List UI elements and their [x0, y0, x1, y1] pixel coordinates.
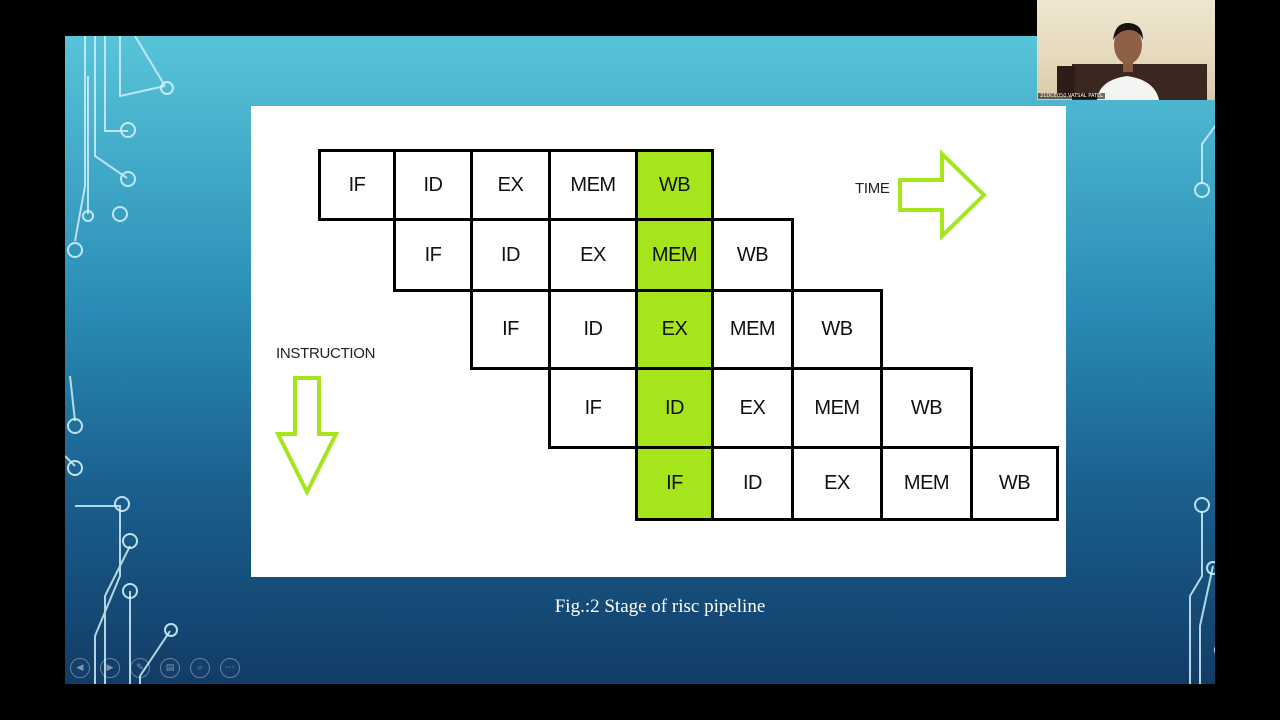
stage-cell-id: ID [470, 218, 551, 292]
stage-cell-mem: MEM [635, 218, 714, 292]
stage-cell-wb: WB [970, 446, 1059, 521]
stage-cell-wb: WB [880, 367, 973, 449]
stage-cell-if: IF [548, 367, 638, 449]
figure-caption: Fig.:2 Stage of risc pipeline [554, 596, 766, 617]
webcam-thumbnail: 21DCE050 VATSAL PATEL [1037, 0, 1215, 100]
down-arrow-icon [275, 376, 339, 496]
stage-cell-mem: MEM [880, 446, 973, 521]
slideshow-controls: ◀ ▶ ✎ ▤ ⌕ ⋯ [70, 658, 240, 678]
next-icon[interactable]: ▶ [100, 658, 120, 678]
stage-cell-wb: WB [791, 289, 883, 370]
slides-icon[interactable]: ▤ [160, 658, 180, 678]
stage-cell-if: IF [635, 446, 714, 521]
stage-cell-id: ID [635, 367, 714, 449]
previous-icon[interactable]: ◀ [70, 658, 90, 678]
stage-cell-mem: MEM [711, 289, 794, 370]
presenter-video [1057, 22, 1207, 100]
stage-cell-ex: EX [470, 149, 551, 221]
time-label: TIME [855, 180, 890, 197]
zoom-icon[interactable]: ⌕ [190, 658, 210, 678]
stage-cell-ex: EX [711, 367, 794, 449]
participant-name: 21DCE050 VATSAL PATEL [1038, 93, 1105, 99]
stage-cell-id: ID [711, 446, 794, 521]
stage-cell-ex: EX [791, 446, 883, 521]
stage-cell-wb: WB [635, 149, 714, 221]
stage-cell-id: ID [548, 289, 638, 370]
more-icon[interactable]: ⋯ [220, 658, 240, 678]
stage-cell-if: IF [470, 289, 551, 370]
stage-cell-ex: EX [635, 289, 714, 370]
pen-icon[interactable]: ✎ [130, 658, 150, 678]
stage-cell-id: ID [393, 149, 473, 221]
stage-cell-ex: EX [548, 218, 638, 292]
circuit-decoration-left [65, 36, 178, 684]
circuit-decoration-right [1189, 36, 1215, 684]
right-arrow-icon [898, 149, 987, 240]
instruction-label: INSTRUCTION [276, 345, 376, 362]
stage-cell-mem: MEM [548, 149, 638, 221]
stage-cell-mem: MEM [791, 367, 883, 449]
stage-cell-wb: WB [711, 218, 794, 292]
stage-cell-if: IF [393, 218, 473, 292]
stage-cell-if: IF [318, 149, 396, 221]
